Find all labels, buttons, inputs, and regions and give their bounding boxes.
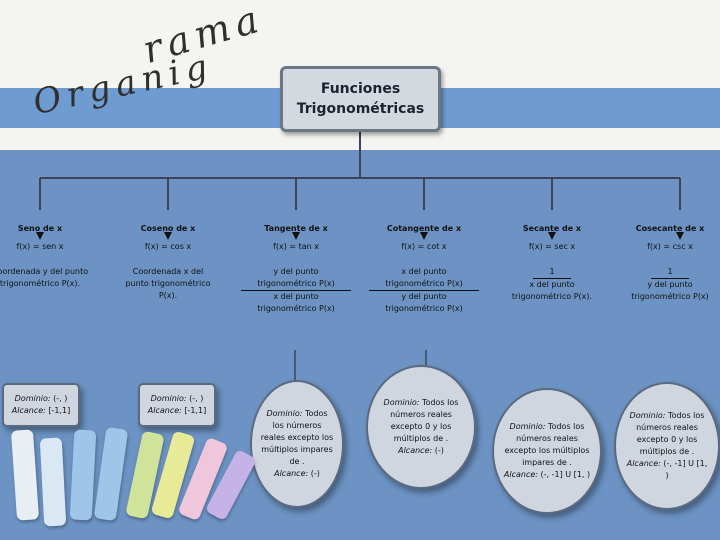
column-cotangente: Cotangente de x f(x) = cot x x del punto… [365,222,483,315]
root-node: Funciones Trigonométricas [280,66,441,132]
chalk-stick-blue [69,429,97,521]
column-cosecante: Cosecante de x f(x) = csc x 1 y del punt… [612,222,720,303]
column-header: Seno de x [17,224,63,233]
domain-oval-secante: Dominio: Todos los números reales except… [492,388,602,514]
column-header: Tangente de x [264,224,328,233]
column-header: Secante de x [522,224,582,233]
column-formula: f(x) = sen x [16,242,64,251]
root-line-2: Trigonométricas [296,101,425,117]
chalk-stick-pale-blue [39,437,67,527]
column-tangente: Tangente de x f(x) = tan x y del punto t… [237,222,355,315]
column-formula: f(x) = sec x [528,242,576,251]
column-header: Coseno de x [140,224,196,233]
column-formula: f(x) = csc x [647,242,693,251]
column-header: Cotangente de x [386,224,462,233]
domain-oval-tangente: Dominio: Todos los números reales except… [250,380,344,508]
root-line-1: Funciones [320,81,401,97]
column-definition: Coordenada y del punto trigonométrico P(… [0,267,89,288]
column-coseno: Coseno de x f(x) = cos x Coordenada x de… [109,222,227,302]
column-header: Cosecante de x [635,224,705,233]
column-secante: Secante de x f(x) = sec x 1 x del punto … [493,222,611,303]
domain-oval-cosecante: Dominio: Todos los números reales except… [614,382,720,510]
column-definition: Coordenada x del punto trigonométrico P(… [125,267,211,300]
column-definition: 1 x del punto trigonométrico P(x). [511,267,593,301]
domain-oval-cotangente: Dominio: Todos los números reales except… [366,365,476,489]
column-formula: f(x) = tan x [273,242,319,251]
column-definition: 1 y del punto trigonométrico P(x) [631,267,709,301]
domain-box-seno: Dominio: (-, ) Alcance: [-1,1] [2,383,80,427]
column-formula: f(x) = cos x [144,242,192,251]
column-seno: Seno de x f(x) = sen x Coordenada y del … [0,222,99,290]
column-definition: y del punto trigonométrico P(x) x del pu… [237,266,355,315]
domain-box-coseno: Dominio: (-, ) Alcance: [-1,1] [138,383,216,427]
column-definition: x del punto trigonométrico P(x) y del pu… [365,266,483,315]
column-formula: f(x) = cot x [401,242,447,251]
